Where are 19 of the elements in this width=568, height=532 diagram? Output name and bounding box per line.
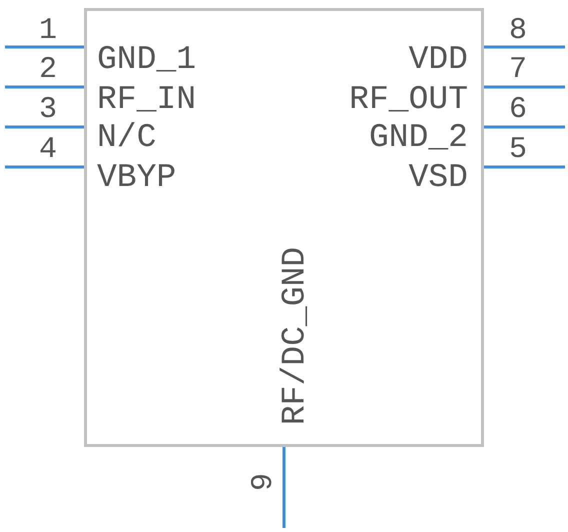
pin-name: GND_1 (97, 43, 196, 76)
pin-name: N/C (97, 121, 156, 154)
pin-number: 9 (249, 473, 279, 491)
pin-number: 6 (509, 95, 527, 125)
pin-number: 2 (39, 55, 57, 85)
pin-number: 1 (39, 16, 57, 46)
pin-name: RF/DC_GND (278, 246, 312, 426)
pin-name: RF_IN (97, 83, 196, 116)
pin-name: RF_OUT (349, 83, 468, 116)
pin-name: VSD (408, 161, 468, 194)
pin-name: GND_2 (368, 121, 468, 154)
pin-number: 4 (39, 135, 57, 165)
pin-name: VBYP (97, 161, 176, 194)
pin-number: 5 (509, 135, 527, 165)
chip-body (84, 8, 484, 447)
pin-number: 8 (509, 16, 527, 46)
pin-number: 3 (39, 95, 57, 125)
pin-name: VDD (408, 43, 468, 76)
pin-number: 7 (509, 55, 527, 85)
